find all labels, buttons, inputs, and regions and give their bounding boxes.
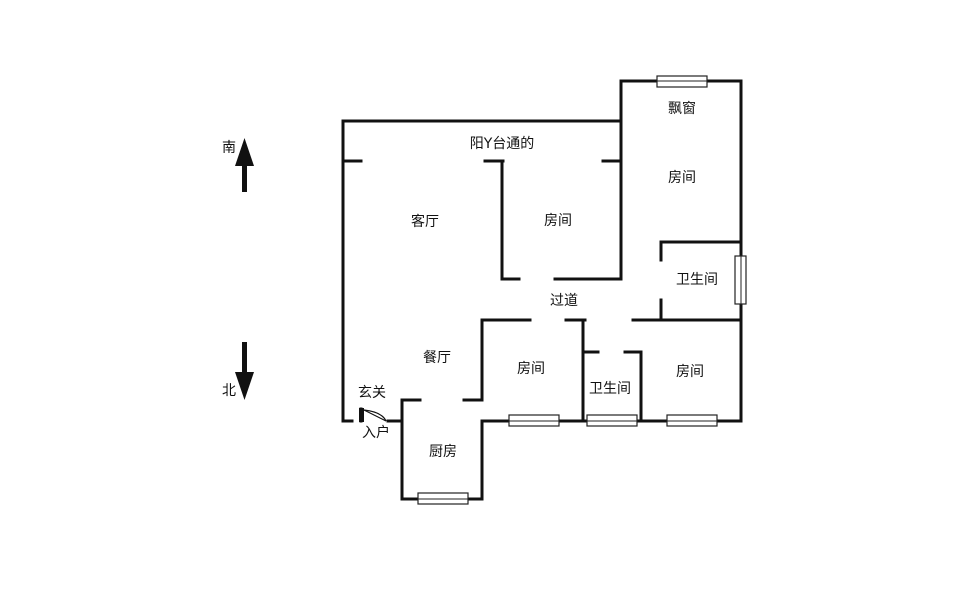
room-bottom-right-label: 房间	[676, 364, 704, 380]
bathroom-right-label: 卫生间	[676, 272, 718, 288]
kitchen-label: 厨房	[429, 444, 457, 460]
up-arrow-icon	[235, 138, 254, 166]
window-bottom-2	[586, 414, 638, 427]
bay-window-label: 飘窗	[668, 100, 696, 117]
walls	[341, 79, 743, 501]
bathroom-center-label: 卫生间	[589, 381, 631, 397]
down-arrow-icon	[235, 372, 254, 400]
room-top-right-label: 房间	[668, 170, 696, 186]
entrance-door	[359, 408, 402, 432]
room-bottom-left-label: 房间	[517, 361, 545, 377]
balcony-label: 阳Y台通的	[470, 136, 535, 152]
entrance-label: 入户	[362, 424, 390, 441]
compass-south-label: 南	[222, 140, 236, 156]
down-arrow-shaft	[242, 342, 247, 376]
window-kitchen	[417, 492, 469, 505]
room-labels: 阳Y台通的 飘窗 房间 房间 客厅 卫生间 过道 餐厅 房间 卫生间 房间 玄关…	[358, 100, 718, 460]
compass-north-label: 北	[222, 383, 236, 399]
foyer-label: 玄关	[358, 384, 386, 401]
window-right	[734, 255, 747, 305]
window-top	[656, 75, 708, 88]
up-arrow-shaft	[242, 160, 247, 192]
compass-north: 北	[222, 342, 254, 400]
dining-room-label: 餐厅	[423, 350, 451, 366]
window-bottom-3	[666, 414, 718, 427]
windows	[417, 75, 747, 505]
room-center-label: 房间	[544, 213, 572, 229]
window-bottom-1	[508, 414, 560, 427]
corridor-label: 过道	[550, 293, 578, 309]
living-room-label: 客厅	[411, 213, 439, 230]
compass-south: 南	[222, 138, 254, 192]
